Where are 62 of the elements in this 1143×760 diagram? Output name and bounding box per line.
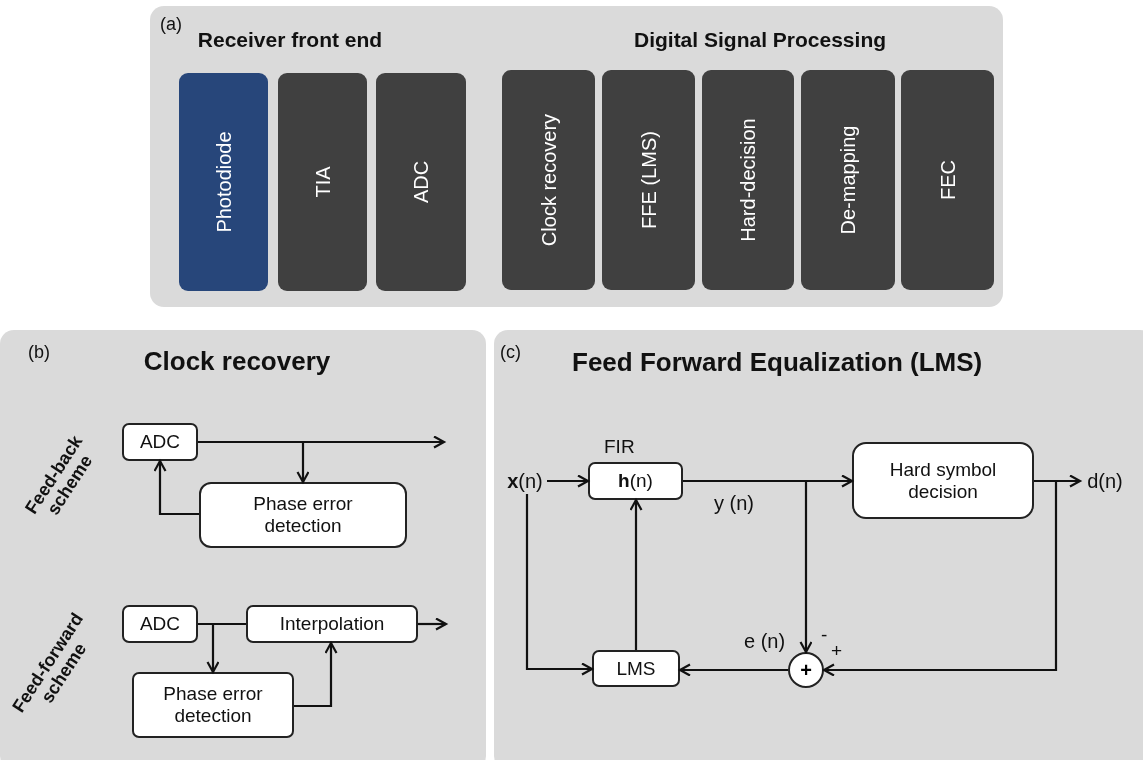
summing-junction [788,652,824,688]
instrument-label: FIR [604,436,635,458]
plus-sign: + [800,658,812,682]
process-box [588,462,683,500]
process-box [122,423,198,461]
box-label: LMS [616,657,656,680]
arrow [629,498,643,650]
block-label: Photodiode [212,131,235,233]
box-label: Phase error detection [162,683,264,727]
process-box [122,605,198,643]
box-label: Phase error detection [252,493,354,537]
block-label: FFE (LMS) [637,131,660,229]
block-label: De-mapping [836,125,860,235]
block-label: Hard-decision [736,118,760,242]
panel-background [150,6,1003,307]
panel-title: Clock recovery [143,346,331,377]
panel-letter: (a) [160,14,182,35]
arrow [198,622,220,674]
arrow [683,479,813,654]
process-box [246,605,418,643]
arrow [678,663,788,677]
processing-block [901,70,994,290]
box-label: ADC [139,613,181,635]
edge-label: y (n) [714,492,754,515]
process-box [132,672,294,738]
process-box [852,442,1034,519]
block-label: FEC [936,160,959,200]
arrow [822,479,1058,677]
arrow [525,494,594,676]
panel-letter: (c) [500,342,521,363]
signal-label: d(n) [1080,468,1130,494]
arrow [418,617,448,631]
section-heading: Digital Signal Processing [633,28,887,52]
block-label: Clock recovery [537,113,560,247]
arrow [294,641,338,708]
process-box [592,650,680,687]
panel-letter: (b) [28,342,50,363]
processing-block [801,70,895,290]
box-label: Interpolation [279,613,385,635]
block-label: TIA [311,166,334,198]
panel-background [0,330,486,760]
signal-label: x(n) [503,468,547,494]
process-box [199,482,407,548]
processing-block [179,73,268,291]
section-heading: Receiver front end [197,28,383,52]
processing-block [602,70,695,290]
sign-label: - [821,624,828,646]
arrow [153,459,199,516]
panel-title: Feed Forward Equalization (LMS) [572,347,983,378]
arrow [547,474,590,488]
processing-block [376,73,466,291]
processing-block [278,73,367,291]
signal-label: e (n) [744,630,786,653]
sign-label: + [831,640,843,662]
panel-background [494,330,1143,760]
processing-block [502,70,595,290]
box-label: h(n) [618,470,653,492]
arrow [198,440,310,484]
box-label: ADC [139,431,181,453]
box-label: Hard symbol decision [888,458,998,503]
processing-block [702,70,794,290]
block-label: ADC [409,160,433,204]
